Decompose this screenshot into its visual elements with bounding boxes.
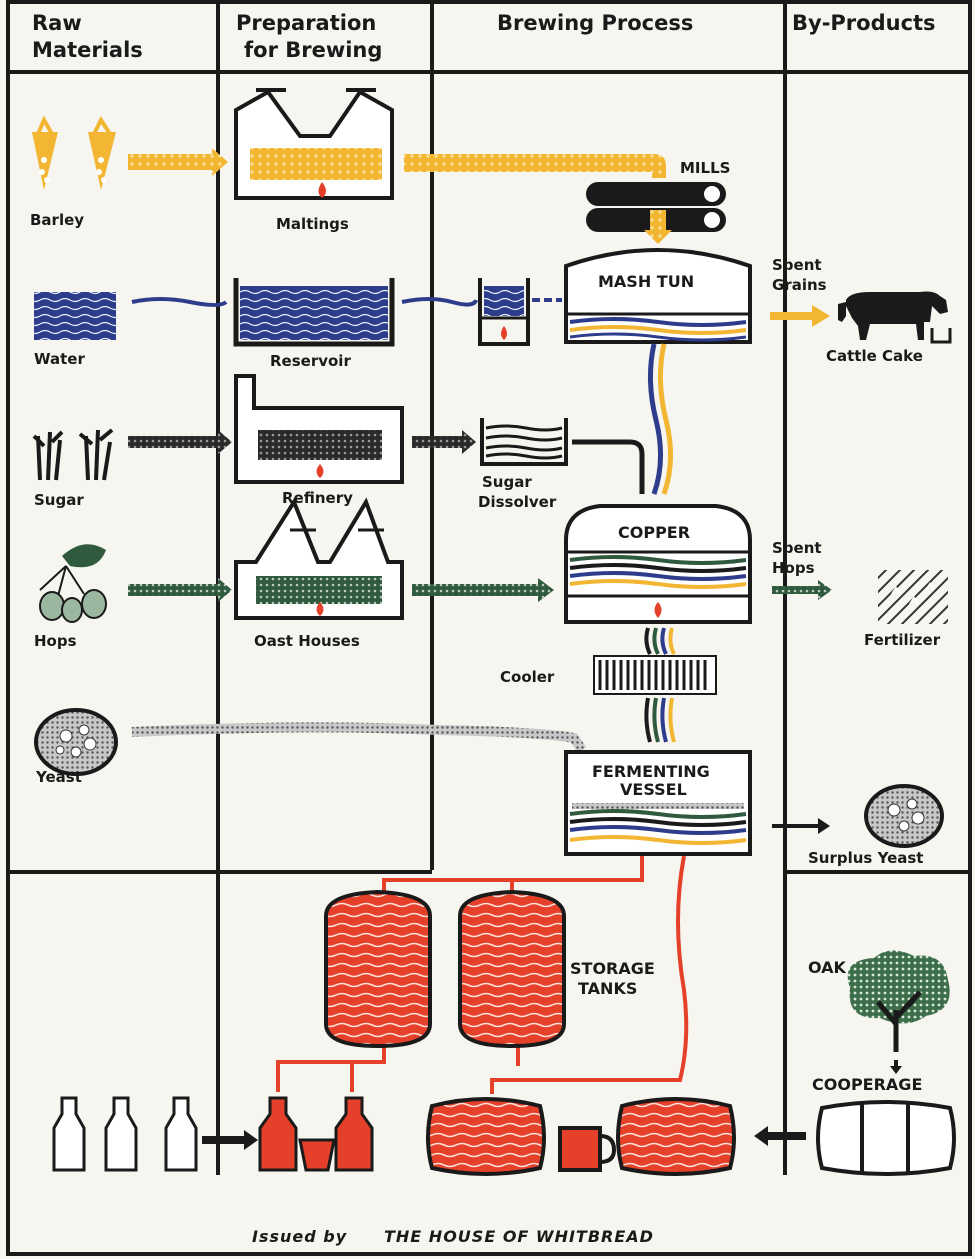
copper-label: COPPER	[618, 523, 690, 542]
header-byproducts: By-Products	[792, 11, 936, 35]
cooler-coils	[593, 655, 717, 695]
oak-label: OAK	[808, 958, 847, 977]
hops-flow-arrow	[128, 578, 232, 602]
yeast-flow-line	[131, 722, 587, 753]
cattle-cake-label: Cattle Cake	[826, 347, 923, 365]
storage-tank-right	[458, 889, 566, 1049]
fertilizer-label: Fertilizer	[864, 631, 941, 649]
filled-bottles-and-glass	[258, 1096, 374, 1172]
cow-icon	[838, 291, 948, 340]
fermenting-label-1: FERMENTING	[592, 762, 710, 781]
oast-houses-building	[234, 497, 404, 620]
spent-grains-arrow	[770, 305, 830, 327]
footer-issued-by: Issued by	[252, 1227, 347, 1246]
copper-to-cooler-pipes	[644, 627, 676, 655]
sugar-dissolver-tank	[480, 418, 568, 466]
oast-houses-label: Oast Houses	[254, 632, 360, 650]
cattle-cake-trough	[930, 328, 952, 344]
spent-grains-label-2: Grains	[772, 276, 827, 294]
refinery-label: Refinery	[282, 489, 353, 507]
spent-hops-label-1: Spent	[772, 539, 822, 557]
empty-bottles	[52, 1096, 198, 1172]
barley-icon	[32, 115, 116, 190]
sugar-dissolver-label-2: Dissolver	[478, 493, 557, 511]
storage-tank-left	[324, 889, 432, 1049]
spent-grains-label-1: Spent	[772, 256, 822, 274]
beer-pipes	[276, 855, 689, 1094]
oak-to-cooperage-arrow	[890, 1060, 902, 1074]
water-icon	[34, 292, 116, 340]
bottles-to-filling-arrow	[202, 1130, 258, 1150]
sugar-to-copper-pipe	[572, 439, 645, 494]
empty-cask-icon	[816, 1100, 956, 1176]
barley-flow-arrow	[128, 148, 228, 176]
maltings-building	[234, 88, 394, 200]
surplus-yeast-label: Surplus Yeast	[808, 849, 923, 867]
mills-label: MILLS	[680, 159, 730, 177]
hops-icon	[39, 544, 107, 623]
cooler-to-fermenter-pipes	[644, 697, 676, 743]
grid-lines	[6, 0, 972, 1256]
storage-tanks-label-2: TANKS	[578, 979, 637, 998]
reservoir-tank	[233, 278, 395, 347]
reservoir-label: Reservoir	[270, 352, 351, 370]
mash-to-copper-pipe-2	[657, 343, 674, 495]
header-prep-line1: Preparation	[236, 11, 376, 35]
footer-company: THE HOUSE OF WHITBREAD	[384, 1227, 654, 1246]
spent-hops-arrow	[772, 580, 832, 600]
water-flow-line	[131, 297, 228, 307]
sugar-flow-arrow	[128, 430, 232, 454]
spent-hops-label-2: Hops	[772, 559, 815, 577]
mash-tun-vessel	[564, 248, 752, 344]
sugar-dissolver-label-1: Sugar	[482, 473, 532, 491]
mills-rollers	[586, 182, 726, 232]
water-label: Water	[34, 350, 85, 368]
barley-to-mills-flow	[404, 154, 666, 178]
reservoir-flow-line	[401, 297, 478, 307]
cooperage-to-casks-arrow	[754, 1126, 806, 1146]
storage-tanks-label-1: STORAGE	[570, 959, 655, 978]
fermenting-label-2: VESSEL	[620, 780, 687, 799]
cooler-label: Cooler	[500, 668, 555, 686]
surplus-yeast-icon	[864, 784, 944, 848]
sugar-label: Sugar	[34, 491, 84, 509]
column-headers: Raw Materials Preparation for Brewing Br…	[32, 11, 936, 62]
refinery-flow-arrow	[412, 430, 476, 454]
fermenting-vessel	[564, 750, 752, 856]
mills-to-mashtun-arrow	[644, 210, 672, 244]
header-raw-line2: Materials	[32, 38, 143, 62]
maltings-label: Maltings	[276, 215, 349, 233]
header-raw-line1: Raw	[32, 11, 82, 35]
header-brewing: Brewing Process	[497, 11, 693, 35]
yeast-icon	[34, 708, 118, 776]
header-prep-line2: for Brewing	[244, 38, 382, 62]
oak-tree-icon	[847, 950, 950, 1052]
copper-vessel	[564, 504, 752, 624]
hot-water-tank	[478, 278, 530, 346]
hops-to-copper-arrow	[412, 578, 554, 602]
cooperage-label: COOPERAGE	[812, 1075, 922, 1094]
fertilizer-icon	[878, 570, 948, 624]
refinery-building	[234, 374, 404, 484]
yeast-label: Yeast	[35, 768, 82, 786]
hops-label: Hops	[34, 632, 77, 650]
barley-label: Barley	[30, 211, 84, 229]
mash-to-copper-pipes	[647, 343, 664, 495]
casks-and-mug	[426, 1097, 736, 1176]
sugar-cane-icon	[32, 428, 114, 481]
mash-tun-label: MASH TUN	[598, 272, 694, 291]
surplus-yeast-arrow	[772, 818, 830, 834]
